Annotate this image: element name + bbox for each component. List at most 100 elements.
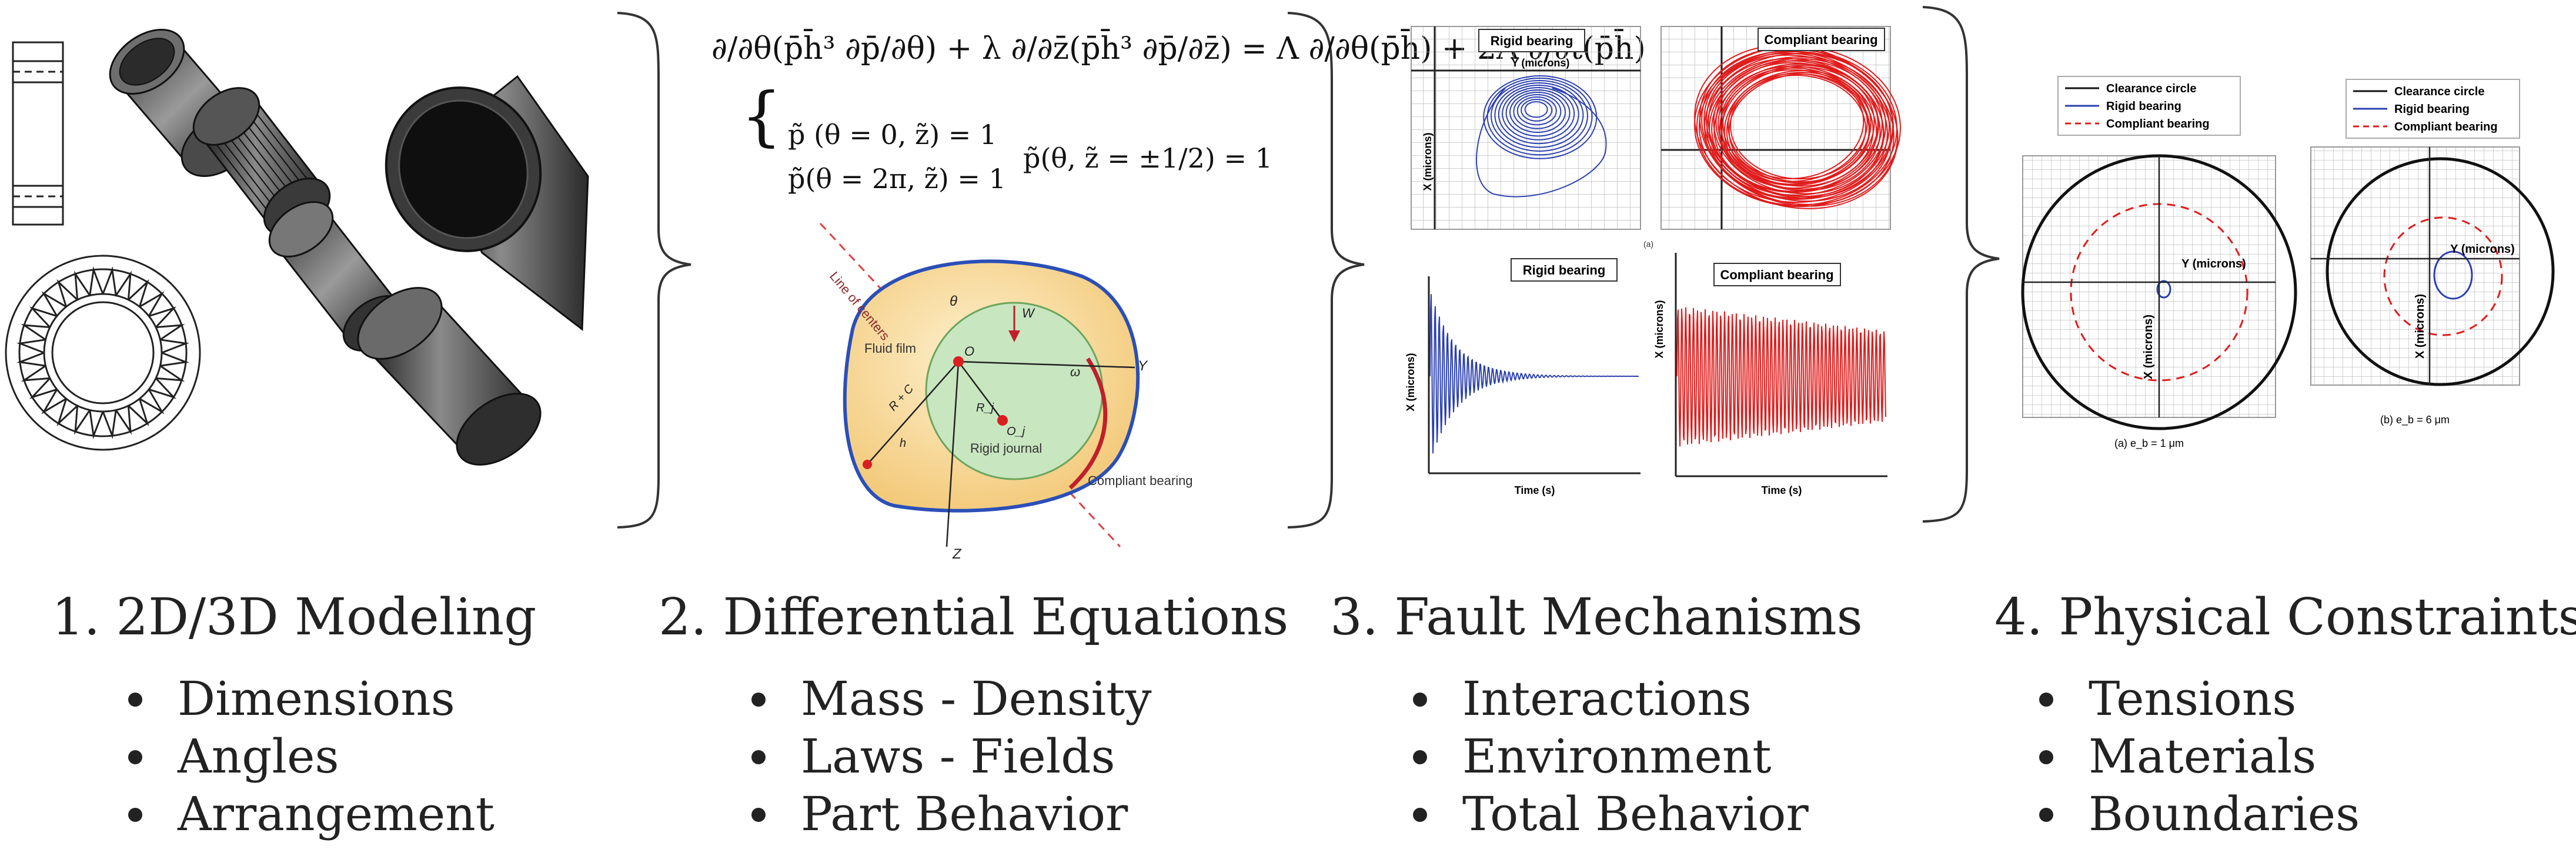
step-3-bullets: Interactions Environment Total Behavior <box>1408 670 1809 843</box>
housing-3d <box>385 75 589 331</box>
shaft-3d-bottom <box>357 287 542 466</box>
orbit-loop <box>1494 82 1584 148</box>
bullet-item: Part Behavior <box>747 785 1152 843</box>
orbit-loop <box>1715 62 1881 192</box>
constraint-a-y-label: Y (microns) <box>2181 258 2246 270</box>
orbit-loop <box>1722 69 1870 184</box>
panel-fault-mechanisms: Rigid bearing Y (microns) X (microns) Co… <box>1405 26 1901 496</box>
step-1-bullets: Dimensions Angles Arrangement <box>123 670 495 843</box>
bullet-item: Tensions <box>2034 670 2360 728</box>
step-4-title: 4. Physical Constraints <box>1994 588 2576 647</box>
time-rigid-y-label: X (microns) <box>1405 353 1416 411</box>
time-rigid-title: Rigid bearing <box>1523 263 1606 277</box>
legend-a-rigid: Rigid bearing <box>2106 100 2181 113</box>
spoke-segment <box>89 410 104 439</box>
axis-y-line <box>958 360 1135 369</box>
clearance-circle-b <box>2326 157 2555 386</box>
bullet-item: Arrangement <box>123 785 495 843</box>
label-axis-z: Z <box>952 546 962 562</box>
constraint-plot-a: Clearance circle Rigid bearing Compliant… <box>2021 76 2297 450</box>
label-rigid-journal: Rigid journal <box>970 441 1042 456</box>
constraint-plot-b: Clearance circle Rigid bearing Compliant… <box>2310 79 2555 426</box>
spoke-segment <box>56 279 78 307</box>
bullet-item: Interactions <box>1408 670 1809 728</box>
time-rigid-x-label: Time (s) <box>1515 484 1555 496</box>
brace-1 <box>617 12 691 529</box>
spoke-segment <box>74 405 91 435</box>
brace-bc: { <box>741 78 782 153</box>
constraint-b-y-label: Y (microns) <box>2450 243 2515 256</box>
label-origin: O <box>964 344 974 359</box>
end-view-2d <box>5 255 201 451</box>
spoke-segment <box>21 324 51 340</box>
panel-a-label: (a) <box>1643 239 1653 249</box>
step-2-bullets: Mass - Density Laws - Fields Part Behavi… <box>747 670 1152 843</box>
foil-rib <box>246 101 318 193</box>
cylinder-3d-lower <box>268 201 408 352</box>
bullet-item: Angles <box>123 728 495 785</box>
label-compliant-bearing: Compliant bearing <box>1088 473 1193 488</box>
bullet-item: Boundaries <box>2034 785 2360 843</box>
bullet-item: Dimensions <box>123 670 495 728</box>
spoke-segment <box>148 377 177 399</box>
spoke-segment <box>102 266 117 296</box>
label-load: W <box>1022 306 1035 320</box>
spoke-segment <box>89 266 104 296</box>
spoke-segment <box>102 410 117 439</box>
spoke-segment <box>128 279 149 307</box>
label-omega: ω <box>1070 365 1080 379</box>
orbit-loop <box>1505 89 1571 137</box>
label-journal-center: O_j <box>1007 425 1025 438</box>
legend-b-compliant: Compliant bearing <box>2394 121 2498 133</box>
spoke-segment <box>41 389 67 414</box>
spoke-segment <box>148 306 177 328</box>
compliant-orbit-b <box>2383 216 2503 336</box>
panel-differential-equations: ∂/∂θ(p̄h̄³ ∂p̄/∂θ) + λ ∂/∂z̄(p̄h̄³ ∂p̄/∂… <box>711 29 1646 562</box>
orbit-loop <box>1718 65 1877 190</box>
caption-a: (a) e_b = 1 μm <box>2114 437 2184 450</box>
constraint-a-x-label: X (microns) <box>2142 315 2155 379</box>
legend-a-clearance: Clearance circle <box>2106 82 2196 95</box>
legend-b-clearance: Clearance circle <box>2394 85 2484 98</box>
orbit-plot-compliant: Compliant bearing <box>1660 26 1901 230</box>
orbit-rigid-y-label: Y (microns) <box>1512 57 1570 69</box>
side-view-2d <box>12 41 64 226</box>
time-compliant-y-label: X (microns) <box>1653 300 1665 358</box>
orbit-loop <box>1502 87 1575 141</box>
label-axis-y: Y <box>1138 358 1148 374</box>
orbit-loop <box>1486 78 1593 156</box>
foil-rib <box>252 96 324 189</box>
spoke-segment <box>155 324 185 340</box>
caption-b: (b) e_b = 6 μm <box>2380 414 2450 426</box>
brace-3 <box>1922 6 2000 523</box>
orbit-loop <box>1513 94 1562 129</box>
orbit-plot-rigid: Rigid bearing Y (microns) X (microns) <box>1411 26 1641 230</box>
bullet-item: Materials <box>2034 728 2360 785</box>
foil-rib <box>199 135 271 227</box>
rigid-orbit-a <box>2156 280 2171 299</box>
step-2-title: 2. Differential Equations <box>659 588 1289 647</box>
bullet-item: Total Behavior <box>1408 785 1809 843</box>
origin-point <box>953 356 964 367</box>
constraint-b-x-label: X (microns) <box>2414 294 2427 359</box>
foil-rib <box>205 131 277 223</box>
time-compliant-x-label: Time (s) <box>1762 484 1802 496</box>
orbit-loop <box>1491 80 1588 152</box>
spoke-segment <box>16 352 46 367</box>
spoke-segment <box>115 270 132 300</box>
spoke-segment <box>16 339 46 354</box>
orbit-loop <box>1706 54 1888 199</box>
step-3-title: 3. Fault Mechanisms <box>1330 588 1863 647</box>
axis-z-line <box>945 361 960 547</box>
orbit-loop <box>1730 75 1866 180</box>
spoke-segment <box>21 365 51 382</box>
spoke-segment <box>29 377 58 399</box>
orbit-loop <box>1509 92 1566 133</box>
step-4-bullets: Tensions Materials Boundaries <box>2034 670 2360 843</box>
time-plot-compliant: Compliant bearing Time (s) X (microns) <box>1653 253 1887 496</box>
orbit-rigid-title: Rigid bearing <box>1491 34 1573 48</box>
orbit-loop <box>1703 52 1892 202</box>
bullet-item: Laws - Fields <box>747 728 1152 785</box>
orbit-transient <box>1476 88 1607 198</box>
